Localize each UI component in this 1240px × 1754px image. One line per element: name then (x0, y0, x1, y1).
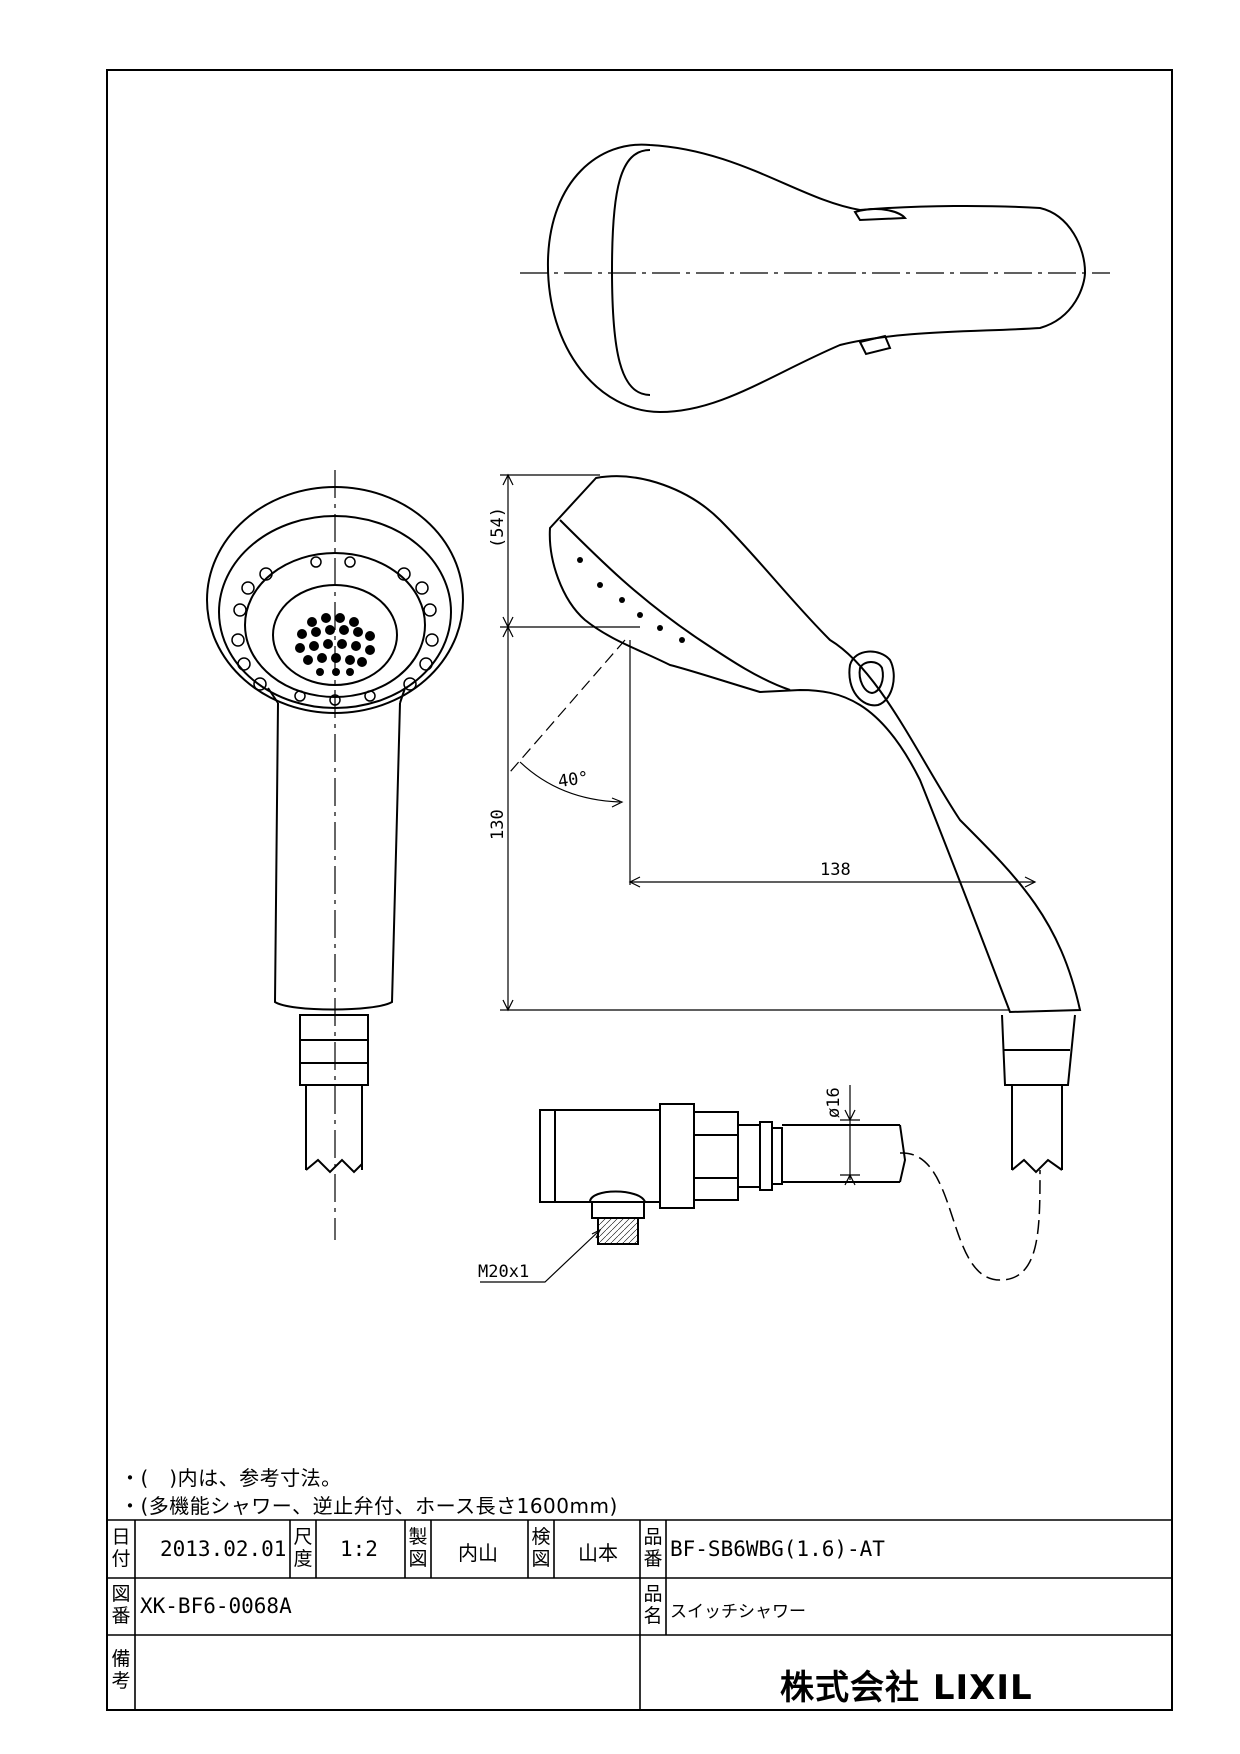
part-number: BF-SB6WBG(1.6)-AT (670, 1537, 885, 1561)
dimension-lines (480, 473, 1037, 1283)
side-view-nozzles (577, 557, 685, 643)
date-value: 2013.02.01 (160, 1537, 287, 1561)
hose-loop (899, 1152, 1041, 1281)
date-label: 日付 (111, 1526, 131, 1570)
drawn-label: 製図 (408, 1526, 428, 1570)
part-no-label: 品番 (643, 1526, 663, 1570)
title-block-grid (107, 1519, 1172, 1710)
front-view-outer-holes (231, 556, 439, 706)
company-logo: 株式会社 LIXIL (780, 1668, 1033, 1708)
top-view (546, 143, 1087, 414)
fitting-view (539, 1103, 907, 1245)
name-label: 品名 (643, 1583, 663, 1627)
dimension-diameter-16: ø16 (824, 1087, 844, 1118)
drawn-by: 内山 (458, 1541, 498, 1565)
scale-label: 尺度 (293, 1526, 313, 1570)
checked-label: 検図 (531, 1526, 551, 1570)
drawing-number: XK-BF6-0068A (140, 1594, 292, 1618)
scale-value: 1:2 (340, 1537, 378, 1561)
note-product-spec: ・(多機能シャワー、逆止弁付、ホース長さ1600mm) (120, 1494, 618, 1518)
dimension-54: (54) (488, 507, 508, 548)
front-view-nozzles (295, 613, 375, 676)
dimension-138: 138 (820, 860, 851, 880)
thread-label: M20x1 (478, 1262, 530, 1282)
side-view (548, 475, 1082, 1174)
dimension-angle: 40° (556, 767, 590, 793)
remarks-label: 備考 (111, 1648, 131, 1692)
note-reference-dimensions: ・( )内は、参考寸法。 (120, 1466, 342, 1490)
dimension-130: 130 (488, 809, 508, 840)
product-name: スイッチシャワー (670, 1602, 806, 1622)
checked-by: 山本 (578, 1541, 618, 1565)
drawing-no-label: 図番 (111, 1583, 131, 1627)
